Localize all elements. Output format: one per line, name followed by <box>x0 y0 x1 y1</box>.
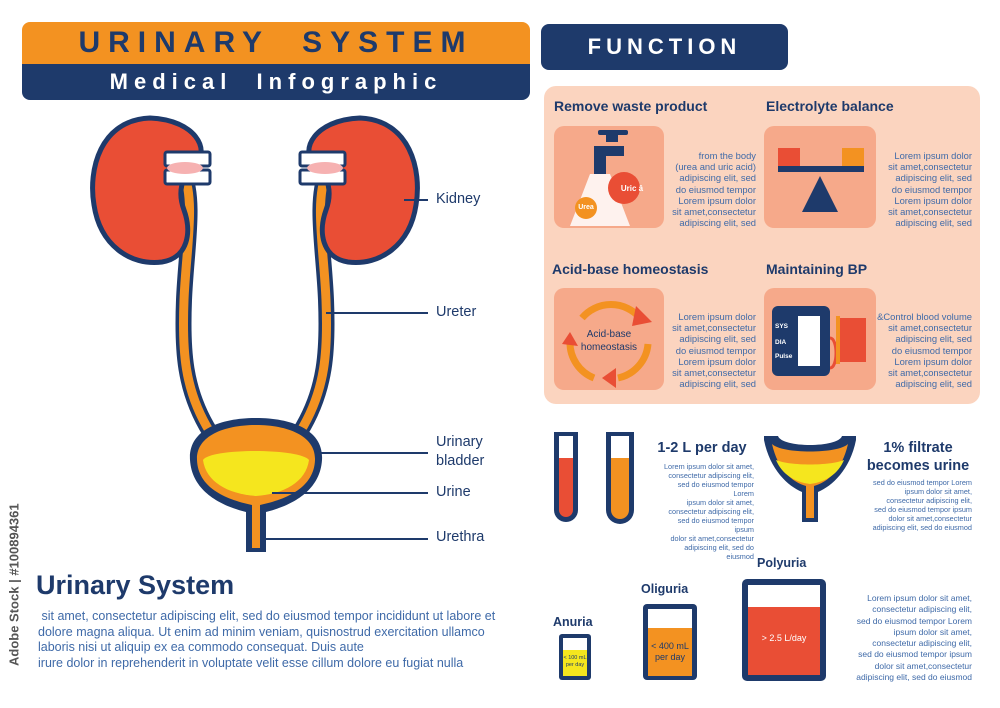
filtrate-description: sed do eiusmod tempor Lorem ipsum dolor … <box>872 478 972 532</box>
bp-description: &Control blood volume sit amet,consectet… <box>877 311 972 390</box>
main-title: Urinary System <box>36 570 235 600</box>
test-tubes-icon <box>554 432 634 524</box>
per-day-title: 1-2 L per day <box>657 440 747 456</box>
polyuria-label: Polyuria <box>757 556 807 570</box>
anuria-label: Anuria <box>553 615 593 629</box>
urinary-bladder-label-line1: Urinary <box>436 434 483 450</box>
kidney-label: Kidney <box>436 191 481 207</box>
volume-description: Lorem ipsum dolor sit amet, consectetur … <box>856 593 972 683</box>
sys-label: SYS <box>775 323 789 330</box>
pulse-label: Pulse <box>775 353 793 360</box>
blood-pressure-monitor-icon <box>772 306 866 376</box>
kidney-pointer-line <box>404 199 428 201</box>
stock-watermark: Adobe Stock | #100894361 <box>6 503 22 667</box>
oliguria-beaker-icon <box>643 604 697 680</box>
urinary-bladder-label-line2: bladder <box>436 453 485 469</box>
urea-icon-label: Urea <box>578 204 594 211</box>
right-kidney <box>298 115 420 265</box>
anuria-beaker-icon <box>559 634 591 680</box>
urinary-bladder <box>189 418 323 552</box>
main-body-text: sit amet, consectetur adipiscing elit, s… <box>38 609 496 671</box>
urine-label: Urine <box>436 484 471 500</box>
urethra-pointer-line <box>266 538 428 540</box>
left-ureter <box>175 164 218 440</box>
balance-scale-icon <box>778 148 864 212</box>
filtrate-title: 1% filtrate becomes urine <box>866 440 970 474</box>
anuria-volume-text: < 100 mL per day <box>563 655 587 668</box>
dia-label: DIA <box>775 339 787 346</box>
waste-function-title: Remove waste product <box>554 98 708 114</box>
oliguria-volume-text: < 400 mL per day <box>651 641 689 662</box>
ureter-label: Ureter <box>436 304 477 320</box>
faucet-icon <box>570 130 640 226</box>
urinary-anatomy-diagram <box>90 115 420 552</box>
function-header: FUNCTION <box>541 24 788 70</box>
waste-description: from the body (urea and uric acid) adipi… <box>672 150 756 229</box>
urine-pointer-line <box>272 492 428 494</box>
polyuria-beaker-icon <box>742 579 826 681</box>
electrolyte-function-title: Electrolyte balance <box>766 98 894 114</box>
header-title: URINARY SYSTEM <box>22 22 530 64</box>
ureter-pointer-line <box>326 312 428 314</box>
per-day-description: Lorem ipsum dolor sit amet, consectetur … <box>663 462 754 561</box>
acid-base-icon-label: Acid-base homeostasis <box>580 329 638 353</box>
oliguria-label: Oliguria <box>641 582 689 596</box>
uric-acid-icon-label: Uric â <box>620 184 644 193</box>
header-subtitle: Medical Infographic <box>22 64 530 100</box>
right-ureter <box>292 164 335 440</box>
cycle-arrows-icon <box>562 301 652 388</box>
acid-base-function-title: Acid-base homeostasis <box>552 261 709 277</box>
left-kidney <box>90 115 212 265</box>
urethra-label: Urethra <box>436 529 485 545</box>
electrolyte-description: Lorem ipsum dolor sit amet,consectetur a… <box>888 150 972 229</box>
bp-function-title: Maintaining BP <box>766 261 868 277</box>
bladder-filtrate-icon <box>764 436 856 522</box>
bladder-pointer-line <box>316 452 428 454</box>
polyuria-volume-text: > 2.5 L/day <box>761 633 807 643</box>
acid-base-description: Lorem ipsum dolor sit amet,consectetur a… <box>672 311 756 390</box>
